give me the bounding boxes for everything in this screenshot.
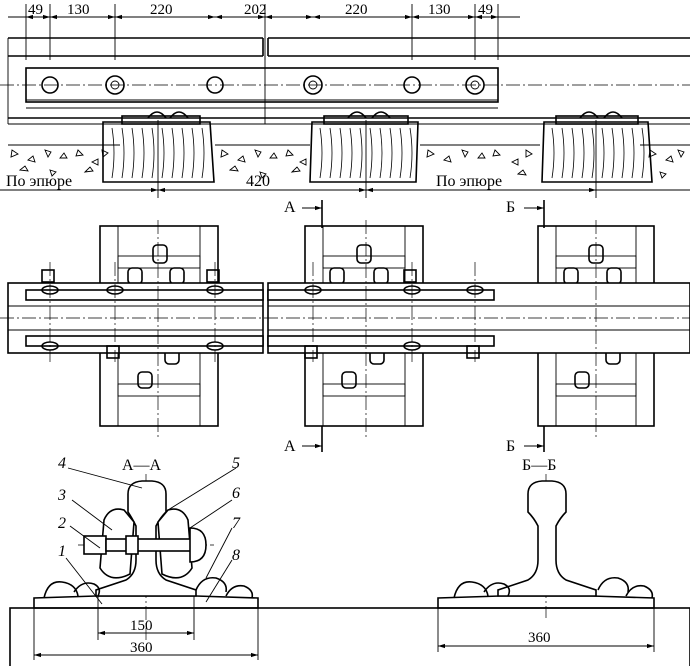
plan-view: А А Б Б bbox=[0, 199, 690, 455]
section-letter-b-bottom: Б bbox=[506, 438, 515, 455]
sleeper-section-a bbox=[9, 607, 690, 666]
part-number-6: 6 bbox=[232, 485, 240, 502]
section-mark-b-top: Б bbox=[506, 199, 545, 228]
part-number-4: 4 bbox=[58, 455, 66, 472]
sleeper-2-side bbox=[309, 111, 419, 183]
part-number-8: 8 bbox=[232, 547, 240, 564]
dim-label-220-right: 220 bbox=[345, 2, 368, 18]
dim-360-b bbox=[437, 608, 655, 652]
dim-150 bbox=[97, 596, 195, 640]
part-number-3: 3 bbox=[57, 487, 66, 504]
section-title-b-b: Б—Б bbox=[522, 457, 556, 474]
dim-label-202: 202 bbox=[244, 2, 267, 18]
track-bolt-a bbox=[83, 527, 207, 563]
section-letter-b-top: Б bbox=[506, 199, 515, 216]
dim-label-130-right: 130 bbox=[428, 2, 451, 18]
bolt-head-3 bbox=[465, 75, 485, 95]
epure-label-left: По эпюре bbox=[6, 173, 72, 190]
dim-420 bbox=[0, 120, 690, 198]
dim-label-150: 150 bbox=[130, 618, 153, 634]
joint-bolts-side bbox=[41, 75, 485, 95]
top-extension-lines bbox=[25, 4, 499, 60]
ballast-stones bbox=[10, 149, 685, 179]
spikes-b bbox=[453, 576, 654, 599]
plan-center-lines bbox=[49, 220, 597, 440]
epure-label-right: По эпюре bbox=[436, 173, 502, 190]
section-b-b: Б—Б 360 bbox=[437, 457, 655, 652]
side-elevation-view: 49 130 220 202 220 130 49 bbox=[0, 2, 690, 198]
bolt-head-2 bbox=[303, 75, 323, 95]
dim-label-360-a: 360 bbox=[130, 640, 153, 656]
leaders-a bbox=[65, 467, 237, 605]
part-number-7: 7 bbox=[232, 515, 241, 532]
dim-label-49-right: 49 bbox=[478, 2, 493, 18]
sleeper-1-side bbox=[102, 111, 215, 183]
spikes-a bbox=[43, 576, 254, 599]
part-number-1: 1 bbox=[58, 543, 66, 560]
part-number-2: 2 bbox=[58, 515, 66, 532]
dim-label-360-b: 360 bbox=[528, 630, 551, 646]
joint-bar-side bbox=[25, 67, 499, 109]
dim-360-a bbox=[33, 608, 259, 660]
section-title-a-a: А—А bbox=[122, 457, 162, 474]
dim-label-49-left: 49 bbox=[28, 2, 43, 18]
ballast bbox=[8, 144, 690, 179]
section-letter-a-top: А bbox=[284, 199, 296, 216]
section-letter-a-bottom: А bbox=[284, 438, 296, 455]
rail-plan bbox=[0, 282, 690, 354]
rail-side-view bbox=[0, 37, 690, 125]
dim-label-420: 420 bbox=[246, 173, 270, 190]
section-mark-a-bottom: А bbox=[284, 426, 323, 455]
section-mark-b-bottom: Б bbox=[506, 426, 545, 455]
bolt-head-1 bbox=[105, 75, 125, 95]
section-a-a: А—А bbox=[9, 455, 690, 666]
dim-label-220-left: 220 bbox=[150, 2, 173, 18]
sleeper-3-side bbox=[541, 111, 653, 183]
rail-profile-b bbox=[497, 480, 597, 597]
dim-label-130-left: 130 bbox=[67, 2, 90, 18]
section-mark-a-top: А bbox=[284, 199, 323, 228]
part-number-5: 5 bbox=[232, 455, 240, 472]
